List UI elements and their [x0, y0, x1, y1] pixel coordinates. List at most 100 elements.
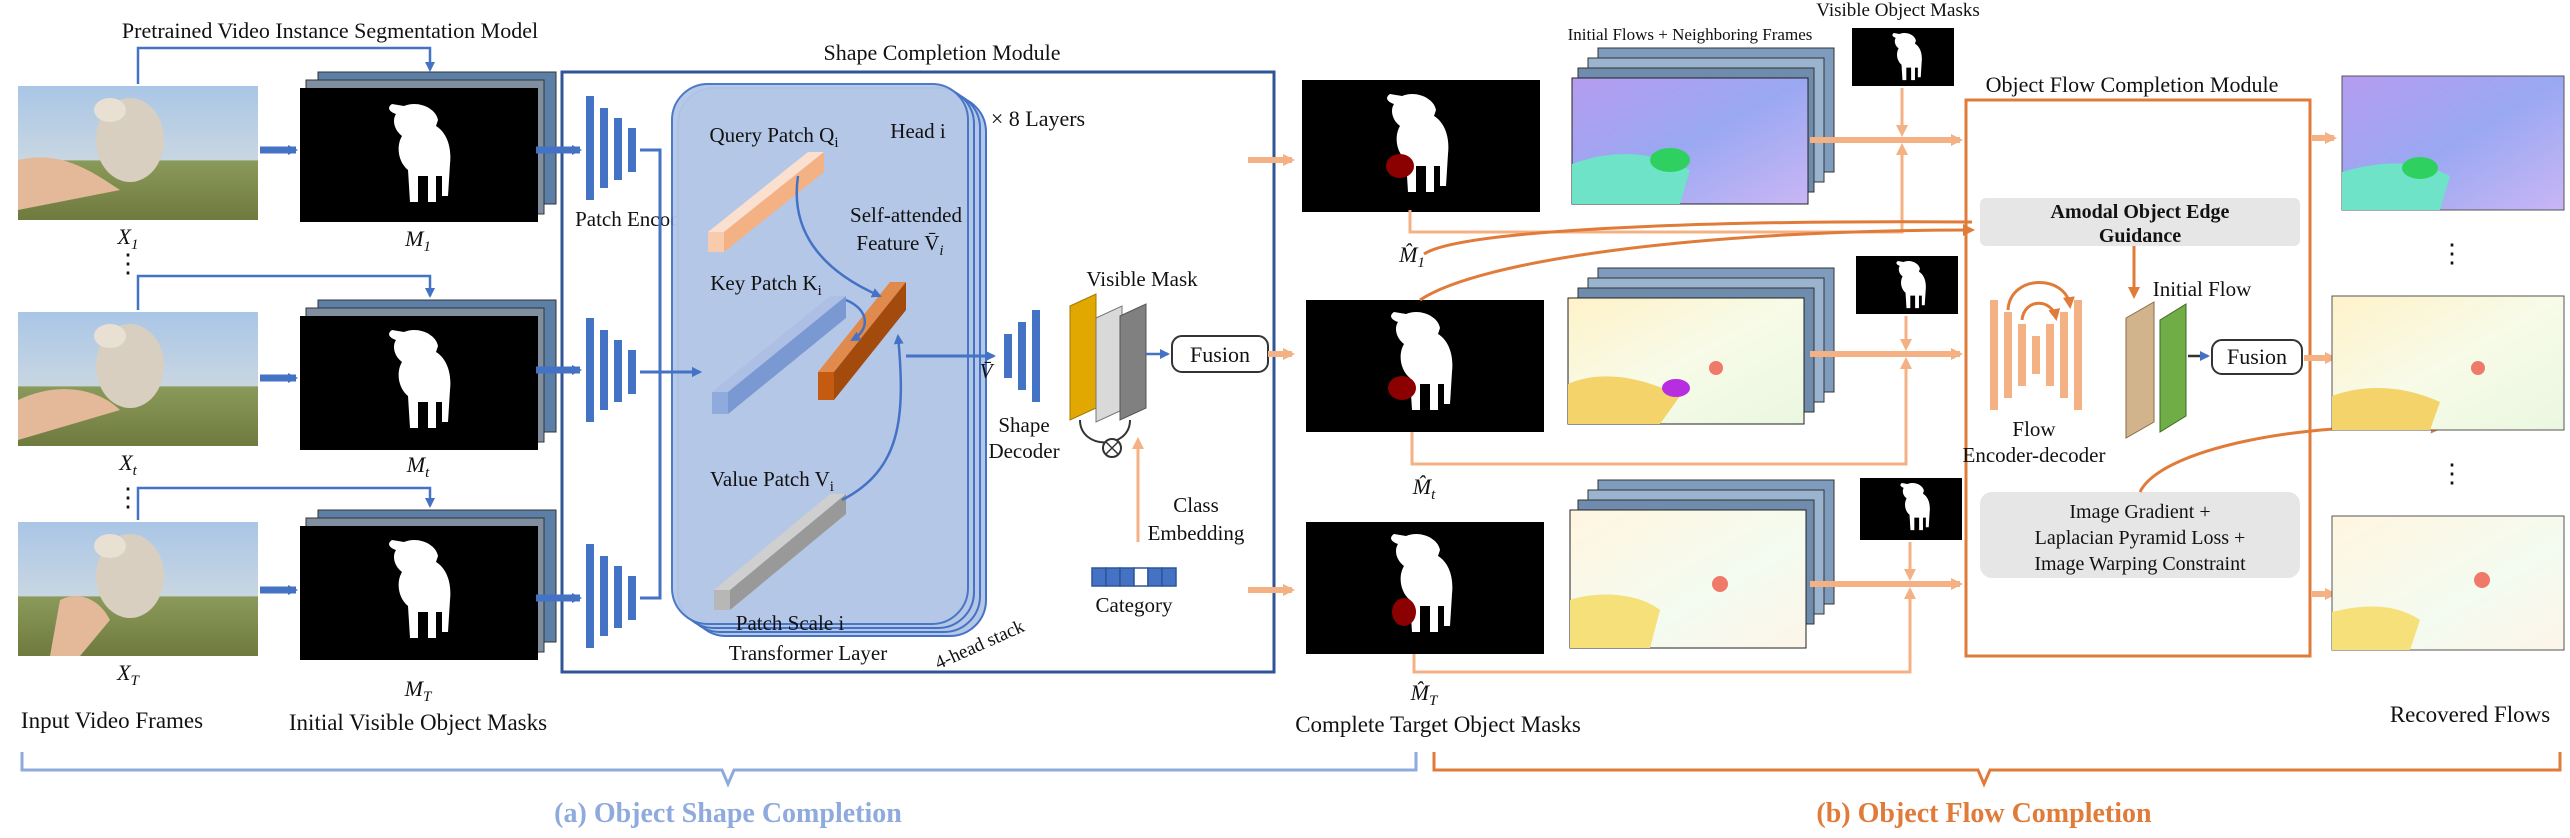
amodal-label-1: Amodal Object Edge [2051, 201, 2230, 223]
mask-T [300, 509, 557, 660]
mask-feed-t [1410, 357, 1912, 466]
mT-label: MT [404, 676, 433, 705]
multiply-cross [1105, 441, 1119, 455]
skip-connection-inner [2020, 301, 2061, 321]
flow-ed-label-1: Flow [2012, 417, 2056, 441]
loss-label-1: Image Gradient + [2069, 501, 2210, 523]
amodal-guidance-box [1980, 198, 2300, 246]
complete-mask-t [1306, 300, 1544, 432]
category-embedding-icon [1091, 567, 1177, 587]
layers-label: × 8 Layers [991, 106, 1085, 131]
ellipsis-2: ⋮ [115, 483, 141, 512]
patch-encoder-T [586, 544, 636, 648]
mask-1 [300, 71, 557, 222]
visible-mask-small-T [1860, 478, 1962, 540]
class-embedding-label-2: Embedding [1148, 521, 1245, 545]
self-attended-label-2: Feature V̄i [856, 231, 943, 259]
category-label: Category [1096, 593, 1173, 617]
input-frame-t [18, 312, 258, 446]
key-to-feature-arrow [845, 298, 867, 342]
recovered-flow-T [2331, 515, 2565, 651]
self-attended-label-1: Self-attended [850, 203, 962, 227]
ellipsis-1: ⋮ [115, 249, 141, 278]
patch-encoder-1 [586, 96, 636, 200]
mt-label: Mt [406, 452, 430, 481]
mhatt-label: M̂t [1412, 474, 1436, 503]
section-b-label: (b) Object Flow Completion [1816, 798, 2152, 829]
class-embedding-label-1: Class [1173, 493, 1219, 517]
flow-input-T [1569, 479, 1835, 649]
complete-mask-1 [1302, 80, 1540, 212]
loss-label-3: Image Warping Constraint [2034, 553, 2246, 575]
value-to-feature-arrow [841, 334, 904, 502]
skip-connection-outer [2006, 281, 2075, 311]
patch-encoder-t [586, 318, 636, 422]
input-frames-label: Input Video Frames [21, 708, 203, 733]
mhatT-label: M̂T [1410, 680, 1439, 709]
head-i-label: Head i [890, 119, 946, 143]
flow-input-1 [1571, 47, 1835, 205]
key-patch-label: Key Patch Ki [710, 271, 821, 299]
visible-mask-label: Visible Mask [1086, 267, 1198, 291]
ellipsis-out-1: ⋮ [2439, 239, 2465, 268]
flow-input-t [1567, 267, 1835, 425]
shape-decoder [1004, 310, 1040, 402]
flow-encoder-decoder [1990, 300, 2082, 410]
patch-scale-label: Patch Scale i [736, 611, 845, 635]
section-a-label: (a) Object Shape Completion [554, 798, 902, 829]
recovered-flows-label: Recovered Flows [2390, 702, 2550, 727]
visible-mask-small-1 [1852, 28, 1954, 86]
model-arrow-t [136, 274, 435, 310]
mhat1-label: M̂1 [1398, 242, 1425, 271]
model-arrow-T [136, 486, 435, 520]
visible-object-masks-label: Visible Object Masks [1816, 0, 1980, 21]
loss-label-2: Laplacian Pyramid Loss + [2035, 527, 2246, 549]
complete-mask-T [1306, 522, 1544, 654]
fusion2-box [2211, 339, 2303, 375]
visible-mask-stack [1069, 293, 1147, 423]
xT-label: XT [116, 660, 140, 689]
visible-mask-small-t [1856, 256, 1958, 314]
flow-ed-label-2: Encoder-decoder [1963, 443, 2106, 467]
v-bar-label: V̄ [980, 359, 995, 383]
mask-t [300, 299, 557, 450]
recovered-flow-1 [2341, 75, 2565, 211]
initial-flow-label: Initial Flow [2153, 277, 2252, 301]
m1-label: M1 [404, 226, 431, 255]
x1-label: X1 [117, 224, 139, 253]
shape-decoder-label-2: Decoder [988, 439, 1059, 463]
query-patch-label: Query Patch Qi [710, 123, 839, 151]
model-arrow-1 [136, 46, 435, 84]
input-frame-T [18, 522, 258, 656]
key-patch [712, 296, 846, 414]
shape-decoder-label-1: Shape [998, 413, 1049, 437]
query-to-feature-arrow [795, 175, 882, 298]
pretrained-model-label: Pretrained Video Instance Segmentation M… [122, 18, 538, 43]
xt-label: Xt [118, 450, 137, 479]
loss-box [1980, 492, 2300, 578]
transformer-layer-label: Transformer Layer [729, 641, 887, 665]
mask-to-amodal-arrow [1419, 224, 1975, 302]
initial-masks-label: Initial Visible Object Masks [289, 710, 547, 735]
section-a-brace [20, 752, 1418, 788]
self-attended-feature [818, 282, 906, 400]
initial-flows-label: Initial Flows + Neighboring Frames [1568, 25, 1813, 44]
value-patch-label: Value Patch Vi [710, 467, 834, 495]
initial-flow-block [2125, 301, 2187, 439]
flow-module-title: Object Flow Completion Module [1986, 72, 2279, 97]
mask-feed-T [1412, 587, 1916, 674]
section-b-brace [1432, 752, 2562, 788]
enc-to-transformer-T [640, 372, 662, 600]
complete-masks-label: Complete Target Object Masks [1295, 712, 1581, 737]
fusion2-label: Fusion [2227, 344, 2287, 369]
mask-feed-1 [1408, 143, 1908, 234]
ellipsis-out-2: ⋮ [2439, 459, 2465, 488]
value-patch [714, 494, 846, 610]
fusion-label: Fusion [1190, 342, 1250, 367]
amodal-label-2: Guidance [2099, 225, 2181, 247]
mask1-to-amodal-arrow [1423, 220, 1973, 256]
shape-module-title: Shape Completion Module [823, 40, 1060, 65]
input-frame-1 [18, 86, 258, 220]
recovered-flow-t [2331, 295, 2565, 431]
